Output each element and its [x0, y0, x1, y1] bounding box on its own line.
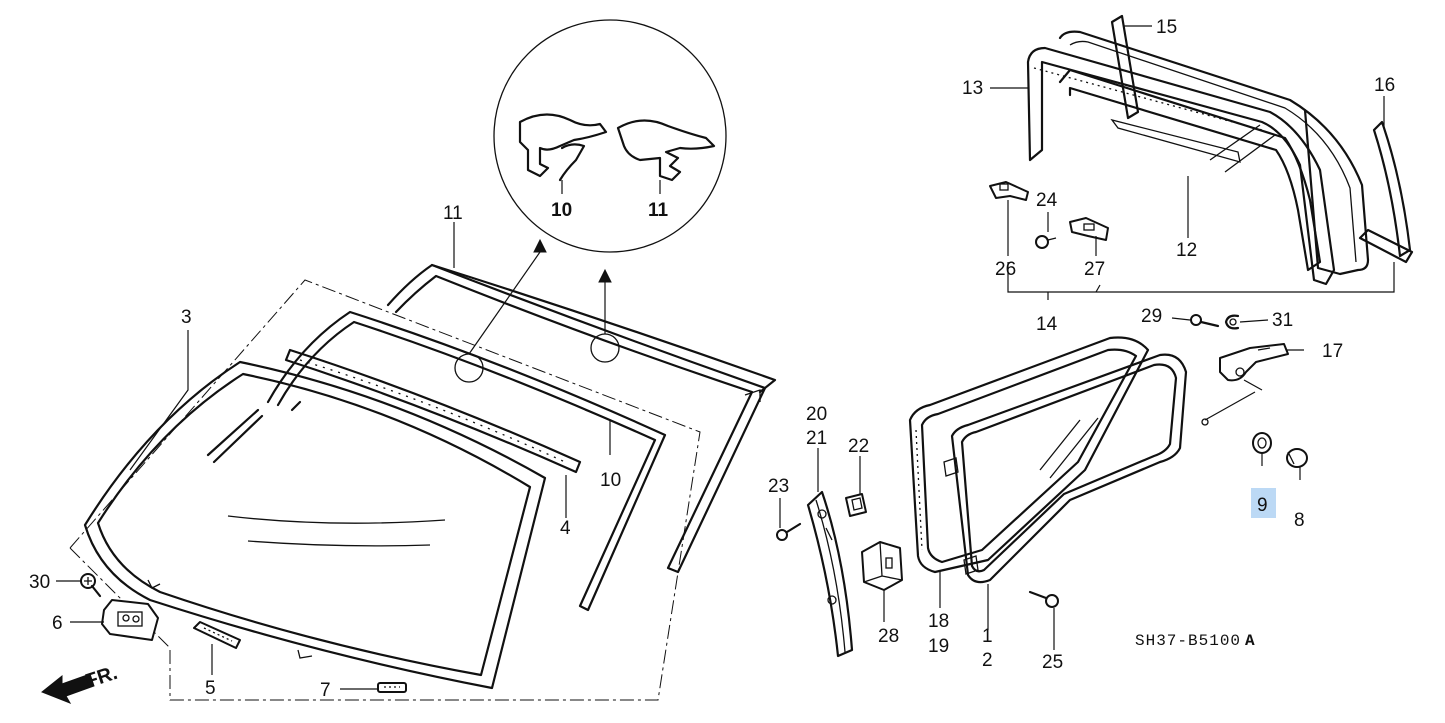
callout-6: 6 [52, 613, 63, 634]
hinge-17[interactable] [1219, 343, 1289, 382]
screw-30[interactable] [80, 573, 102, 598]
callout-7: 7 [320, 680, 331, 701]
detail-label-10: 10 [551, 200, 572, 221]
callout-13: 13 [962, 78, 983, 99]
quarter-weatherstrip[interactable] [908, 336, 1150, 574]
cap-8[interactable] [1286, 448, 1308, 480]
callout-19: 19 [928, 636, 949, 657]
callout-1: 1 [982, 626, 993, 647]
callout-25: 25 [1042, 652, 1063, 673]
callout-12: 12 [1176, 240, 1197, 261]
rear-window-assembly [989, 14, 1414, 300]
callout-21: 21 [806, 428, 827, 449]
nut-31[interactable] [1224, 314, 1240, 330]
detail-label-11: 11 [648, 200, 669, 221]
front-direction-arrow [41, 673, 95, 704]
quarter-glass[interactable] [943, 353, 1209, 584]
detail-marker-10 [454, 353, 484, 383]
clip-27[interactable] [1069, 217, 1109, 241]
callout-17: 17 [1322, 341, 1343, 362]
outer-molding[interactable] [386, 263, 777, 574]
callout-31: 31 [1272, 310, 1293, 331]
clip-22[interactable] [845, 493, 867, 517]
upper-molding[interactable] [284, 348, 582, 474]
clip-26[interactable] [989, 181, 1029, 201]
clip-6[interactable] [101, 599, 159, 641]
bolt-29[interactable] [1190, 314, 1220, 328]
callout-4: 4 [560, 518, 571, 539]
section-detail-circle [493, 19, 727, 253]
callout-15: 15 [1156, 17, 1177, 38]
pillar-area [776, 490, 1059, 658]
screw-23[interactable] [776, 522, 802, 541]
callout-11: 11 [443, 203, 463, 224]
callout-9: 9 [1257, 495, 1268, 516]
callout-30: 30 [29, 572, 50, 593]
leader-lines [56, 25, 1385, 690]
callout-22: 22 [848, 436, 869, 457]
spacer-5[interactable] [193, 621, 241, 649]
screw-25[interactable] [1028, 590, 1059, 608]
callout-26: 26 [995, 259, 1016, 280]
detail-marker-11 [590, 333, 620, 363]
callout-29: 29 [1141, 306, 1162, 327]
strip-15[interactable] [1110, 14, 1140, 120]
callout-27: 27 [1084, 259, 1105, 280]
front-direction-label: FR. [83, 662, 120, 693]
callout-8: 8 [1294, 510, 1305, 531]
callout-20: 20 [806, 404, 827, 425]
callout-10: 10 [600, 470, 621, 491]
callout-28: 28 [878, 626, 899, 647]
windshield-assembly [41, 19, 777, 704]
bracket-28[interactable] [861, 541, 903, 591]
callout-16: 16 [1374, 75, 1395, 96]
callout-labels: 1 2 3 4 5 6 7 8 9 10 11 12 13 14 15 16 1… [29, 17, 1395, 701]
rear-weatherstrip[interactable] [1026, 46, 1336, 286]
callout-18: 18 [928, 611, 949, 632]
callout-3: 3 [181, 307, 192, 328]
dam-rubber[interactable] [266, 310, 667, 612]
callout-2: 2 [982, 650, 993, 671]
grommet-9[interactable] [1252, 432, 1272, 466]
callout-23: 23 [768, 476, 789, 497]
windshield-glass[interactable] [83, 360, 547, 690]
quarter-glass-assembly [908, 314, 1308, 584]
spacer-7[interactable] [377, 682, 407, 693]
strip-16[interactable] [1358, 120, 1414, 264]
rear-glass[interactable] [1058, 30, 1370, 276]
callout-9-highlight [1251, 488, 1276, 518]
pillar-garnish[interactable] [806, 490, 854, 658]
callout-24: 24 [1036, 190, 1058, 211]
screw-24[interactable] [1035, 235, 1057, 249]
callout-14: 14 [1036, 314, 1058, 335]
callout-5: 5 [205, 678, 216, 699]
